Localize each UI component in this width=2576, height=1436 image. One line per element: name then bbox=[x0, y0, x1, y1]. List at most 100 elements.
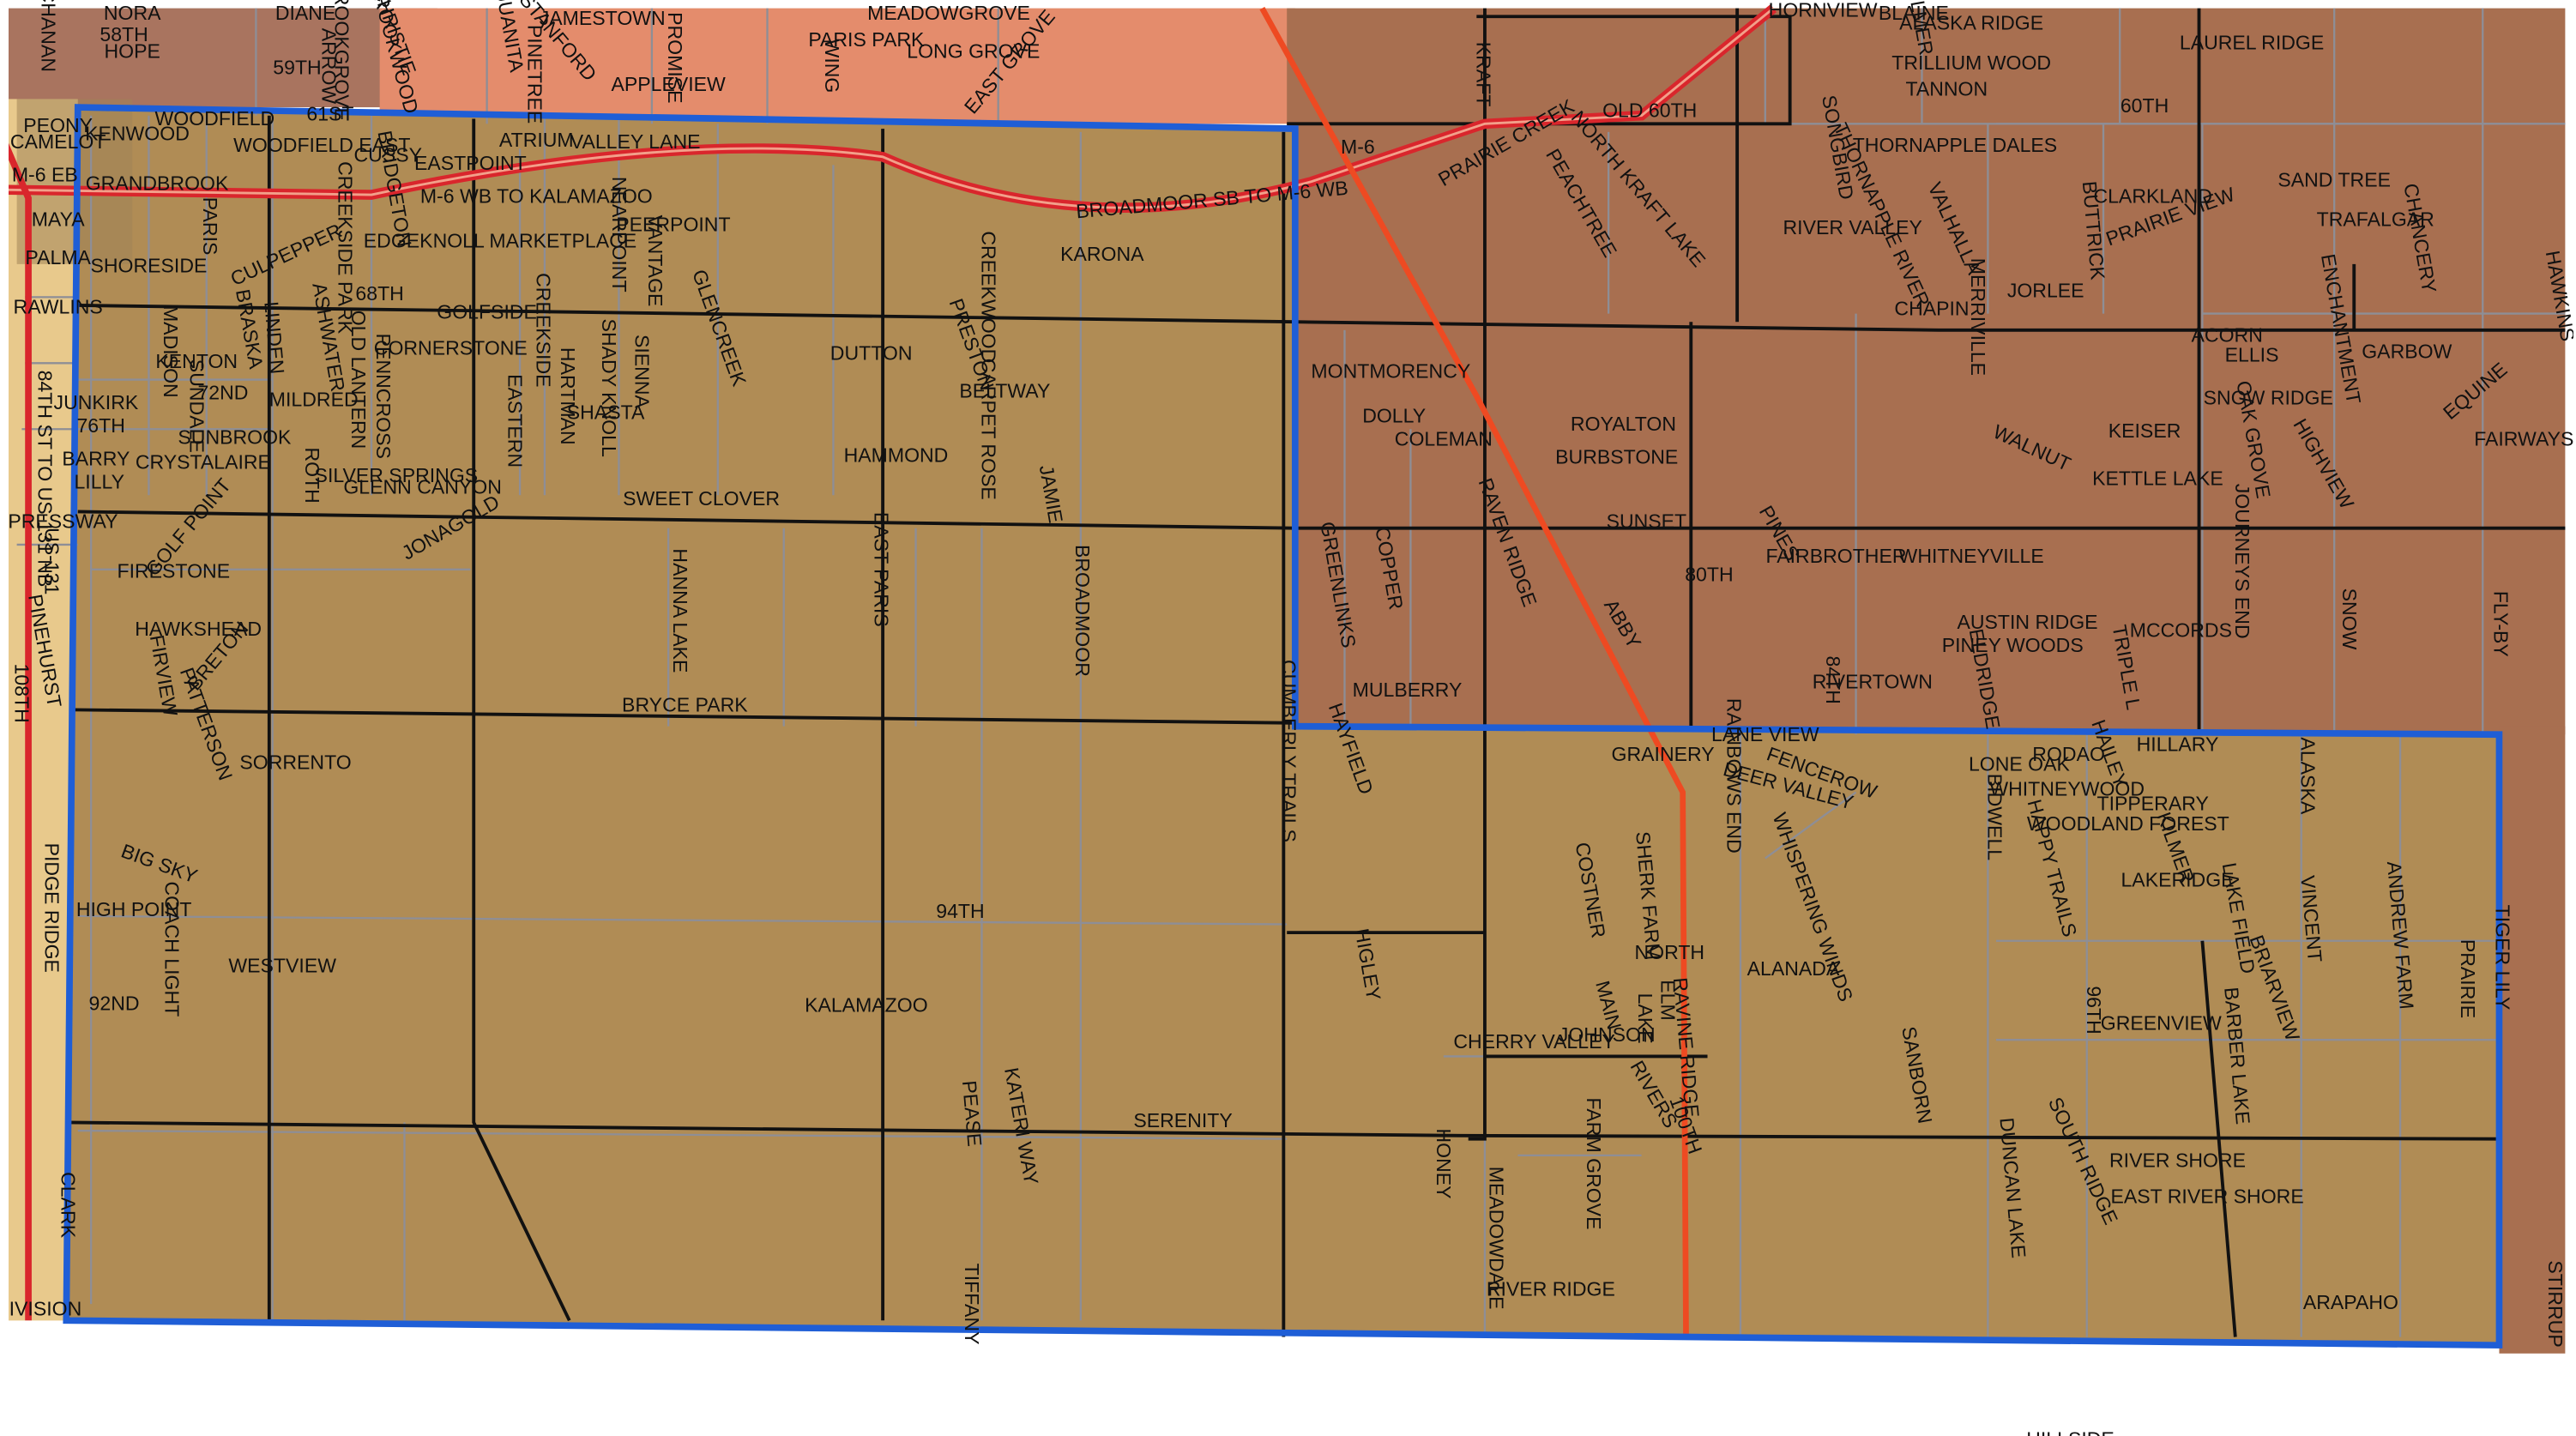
road-label: SNOW bbox=[2338, 588, 2361, 650]
road-label: HILLSIDE bbox=[2026, 1428, 2114, 1436]
road-label: SUNBROOK bbox=[178, 426, 292, 449]
road-label: MEADOWDALE bbox=[1486, 1167, 1508, 1310]
road-label: NEARPOINT bbox=[608, 177, 630, 293]
road-label: JOHNSON bbox=[1559, 1023, 1656, 1046]
road-label: LONG GROVE bbox=[907, 39, 1040, 62]
road-label: RIVER VALLEY bbox=[1783, 216, 1922, 238]
road-label: LAUREL RIDGE bbox=[2180, 32, 2324, 54]
road-label: EAST PARIS bbox=[870, 512, 892, 627]
road-label: AUSTIN RIDGE bbox=[1958, 611, 2098, 633]
road-label: FLY-BY bbox=[2490, 591, 2513, 657]
road-label: APPLEVIEW bbox=[611, 73, 726, 95]
road-label: SILVER SPRINGS bbox=[315, 464, 479, 486]
road-label: CUMBERLY TRAILS bbox=[1277, 660, 1300, 842]
road-label: EXPRESSWAY bbox=[9, 510, 118, 533]
road-label: MULBERRY bbox=[1353, 679, 1463, 701]
road-label: 76TH bbox=[76, 414, 124, 437]
road-label: RAWLINS bbox=[14, 296, 103, 318]
road-label: JOURNEYS END bbox=[2231, 484, 2253, 639]
road-label: RIVERTOWN bbox=[1813, 670, 1933, 692]
road-label: SORRENTO bbox=[239, 751, 351, 774]
road-label: WING bbox=[821, 39, 843, 94]
road-label: FAIRWAYS bbox=[2474, 428, 2573, 450]
road-label: 96TH bbox=[2083, 986, 2105, 1034]
road-label: PARIS PARK bbox=[808, 28, 925, 51]
north-west-zone bbox=[9, 8, 437, 108]
road-label: CREEKSIDE PARK bbox=[335, 161, 357, 335]
road-label: BIDWELL bbox=[1983, 774, 2006, 861]
road-label: BROOKGROVE bbox=[331, 0, 353, 121]
road-label: WHITNEYWOOD bbox=[1989, 777, 2145, 799]
road-label: 58TH bbox=[100, 23, 148, 45]
road-label: ROYALTON bbox=[1571, 413, 1676, 435]
road-label: CLARK bbox=[57, 1172, 80, 1239]
road-label: COACH LIGHT bbox=[161, 881, 184, 1017]
road-label: PEONY bbox=[23, 114, 93, 136]
road-label: CHAPIN bbox=[1894, 298, 1969, 320]
road-label: BLAINE bbox=[1879, 2, 1949, 24]
road-label: JORLEE bbox=[2007, 279, 2084, 301]
road-label: MONTMORENCY bbox=[1311, 360, 1470, 383]
road-label: M-6 bbox=[1341, 136, 1375, 158]
road-label: GRAINERY bbox=[1612, 743, 1715, 765]
road-label: DOLLY bbox=[1362, 405, 1426, 427]
road-label: JUNKIRK bbox=[54, 391, 139, 413]
road-label: WOODLAND FOREST bbox=[2027, 812, 2229, 835]
road-label: GARBOW bbox=[2362, 341, 2452, 363]
road-label: HIGH POINT bbox=[76, 898, 192, 920]
road-label: PARIS bbox=[199, 197, 221, 256]
road-label: EAST RIVER SHORE bbox=[2111, 1186, 2304, 1208]
road-label: KETTLE LAKE bbox=[2092, 468, 2223, 490]
road-label: MEADOWGROVE bbox=[867, 2, 1030, 24]
road-label: CUSSY bbox=[354, 144, 422, 166]
road-label: 60TH bbox=[2121, 94, 2169, 117]
road-label: WOODFIELD EAST bbox=[233, 134, 410, 156]
road-label: KEISER bbox=[2108, 419, 2181, 442]
road-label: ALASKA bbox=[2297, 737, 2320, 814]
road-label: DIVISION bbox=[9, 1298, 81, 1320]
road-label: GLENN CANYON bbox=[343, 475, 502, 498]
road-label: CREEKWOOD bbox=[977, 231, 999, 363]
road-label: M-6 WB TO KALAMAZOO bbox=[420, 185, 653, 208]
road-label: CHERRY VALLEY bbox=[1453, 1030, 1614, 1053]
road-label: PRAIRIE bbox=[2457, 939, 2479, 1018]
road-label: CLARKLAND bbox=[2093, 185, 2211, 208]
road-label: BROADMOOR bbox=[1071, 545, 1094, 677]
road-label: CARPET ROSE bbox=[977, 359, 999, 500]
road-label: PALMA bbox=[25, 246, 91, 268]
road-label: TIGER LILY bbox=[2492, 905, 2514, 1011]
road-label: SHORESIDE bbox=[90, 254, 207, 276]
road-label: OLD 60TH bbox=[1602, 100, 1697, 122]
road-label: SHADY KNOLL bbox=[598, 319, 620, 457]
road-label: EASTPOINT bbox=[414, 152, 527, 174]
study-area-boundary[interactable] bbox=[63, 104, 2503, 1349]
road-label: PIDGE RIDGE bbox=[40, 843, 63, 973]
road-label: STIRRUP bbox=[2544, 1260, 2567, 1347]
road-label: TANNON bbox=[1905, 78, 1988, 100]
road-label: ATRIUM bbox=[499, 129, 574, 151]
road-label: HILLARY bbox=[2137, 733, 2219, 755]
road-label: CORNERSTONE bbox=[374, 337, 528, 359]
road-label: JAMESTOWN bbox=[540, 7, 666, 29]
road-label: DUTTON bbox=[830, 341, 913, 364]
road-label: WESTVIEW bbox=[228, 954, 336, 976]
road-label: KALAMAZOO bbox=[805, 993, 928, 1016]
road-label: VANTAGE bbox=[644, 215, 667, 307]
road-label: KARONA bbox=[1060, 243, 1144, 265]
road-label: PROMISE bbox=[664, 12, 686, 103]
road-label: TRAFALGAR bbox=[2317, 208, 2434, 231]
highways bbox=[9, 4, 1777, 1337]
road-label: HANNA LAKE bbox=[669, 548, 691, 673]
road-label: RODAO bbox=[2032, 743, 2105, 765]
east-strip-zone bbox=[2499, 726, 2566, 1354]
road-label: LAKERIDGE bbox=[2121, 868, 2234, 890]
road-label: OLD LANTERN bbox=[347, 311, 370, 450]
road-label: 94TH bbox=[936, 900, 984, 922]
road-label: SUNDALE bbox=[186, 359, 208, 453]
road-label: DIANE bbox=[275, 2, 336, 24]
road-label: PINEY WOODS bbox=[1942, 634, 2084, 656]
road-label: SWEET CLOVER bbox=[623, 487, 780, 510]
road-label: ACORN bbox=[2192, 323, 2263, 346]
